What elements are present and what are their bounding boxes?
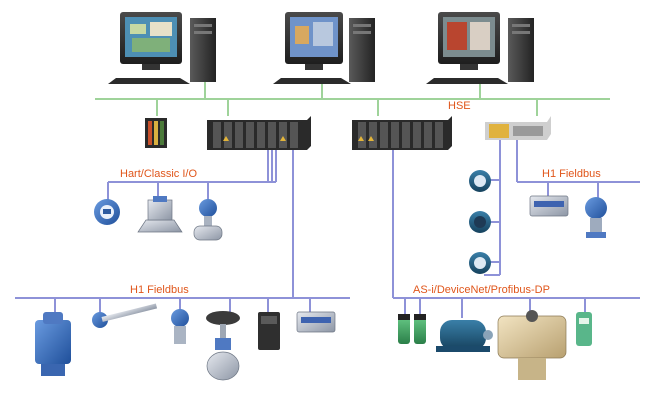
- motor-icon: [436, 320, 493, 352]
- h1-fieldbus-left-label: H1 Fieldbus: [130, 284, 189, 296]
- asi-sensor-1-icon: [398, 314, 410, 344]
- asi-sensor-2-icon: [414, 314, 426, 344]
- io-rack-icon: [145, 118, 167, 148]
- controller-rack-2-icon: [352, 116, 452, 150]
- workstation-2: [273, 12, 375, 84]
- hart-transmitter-icon: [94, 199, 120, 225]
- actuator-icon: [497, 310, 567, 380]
- h1-fieldbus-right-label: H1 Fieldbus: [542, 168, 601, 180]
- h1-device-pressure-transmitter-icon: [171, 309, 189, 344]
- workstation-1: [108, 12, 216, 84]
- fieldbus-power-supply-icon: [529, 195, 569, 217]
- valve-icon: [193, 199, 223, 241]
- linking-device-icon: [485, 116, 551, 140]
- right-h1-device-1-icon: [469, 170, 491, 192]
- hse-network-lines: [95, 80, 610, 116]
- tower-icon: [190, 18, 216, 82]
- keyboard-icon: [273, 78, 351, 84]
- h1-device-controller-module-icon: [258, 312, 280, 350]
- flowmeter-icon: [137, 196, 183, 233]
- hart-classic-io-label: Hart/Classic I/O: [120, 168, 198, 180]
- keyboard-icon: [426, 78, 508, 84]
- workstation-3: [426, 12, 534, 84]
- asi-device-green-icon: [576, 312, 592, 346]
- h1-device-power-module-icon: [296, 311, 336, 333]
- keyboard-icon: [108, 78, 190, 84]
- fieldbus-transmitter-icon: [585, 197, 607, 238]
- right-h1-device-3-icon: [469, 252, 491, 274]
- h1-device-temperature-probe-icon: [92, 303, 158, 328]
- hse-label: HSE: [448, 100, 471, 112]
- asi-devicenet-profibus-label: AS-i/DeviceNet/Profibus-DP: [413, 284, 550, 296]
- tower-icon: [349, 18, 375, 82]
- right-h1-device-2-icon: [469, 211, 491, 233]
- tower-icon: [508, 18, 534, 82]
- controller-rack-1-icon: [207, 116, 311, 150]
- fieldbus-lines: [15, 140, 640, 318]
- h1-device-control-valve-icon: [206, 311, 240, 381]
- h1-device-positioner-icon: [35, 312, 71, 376]
